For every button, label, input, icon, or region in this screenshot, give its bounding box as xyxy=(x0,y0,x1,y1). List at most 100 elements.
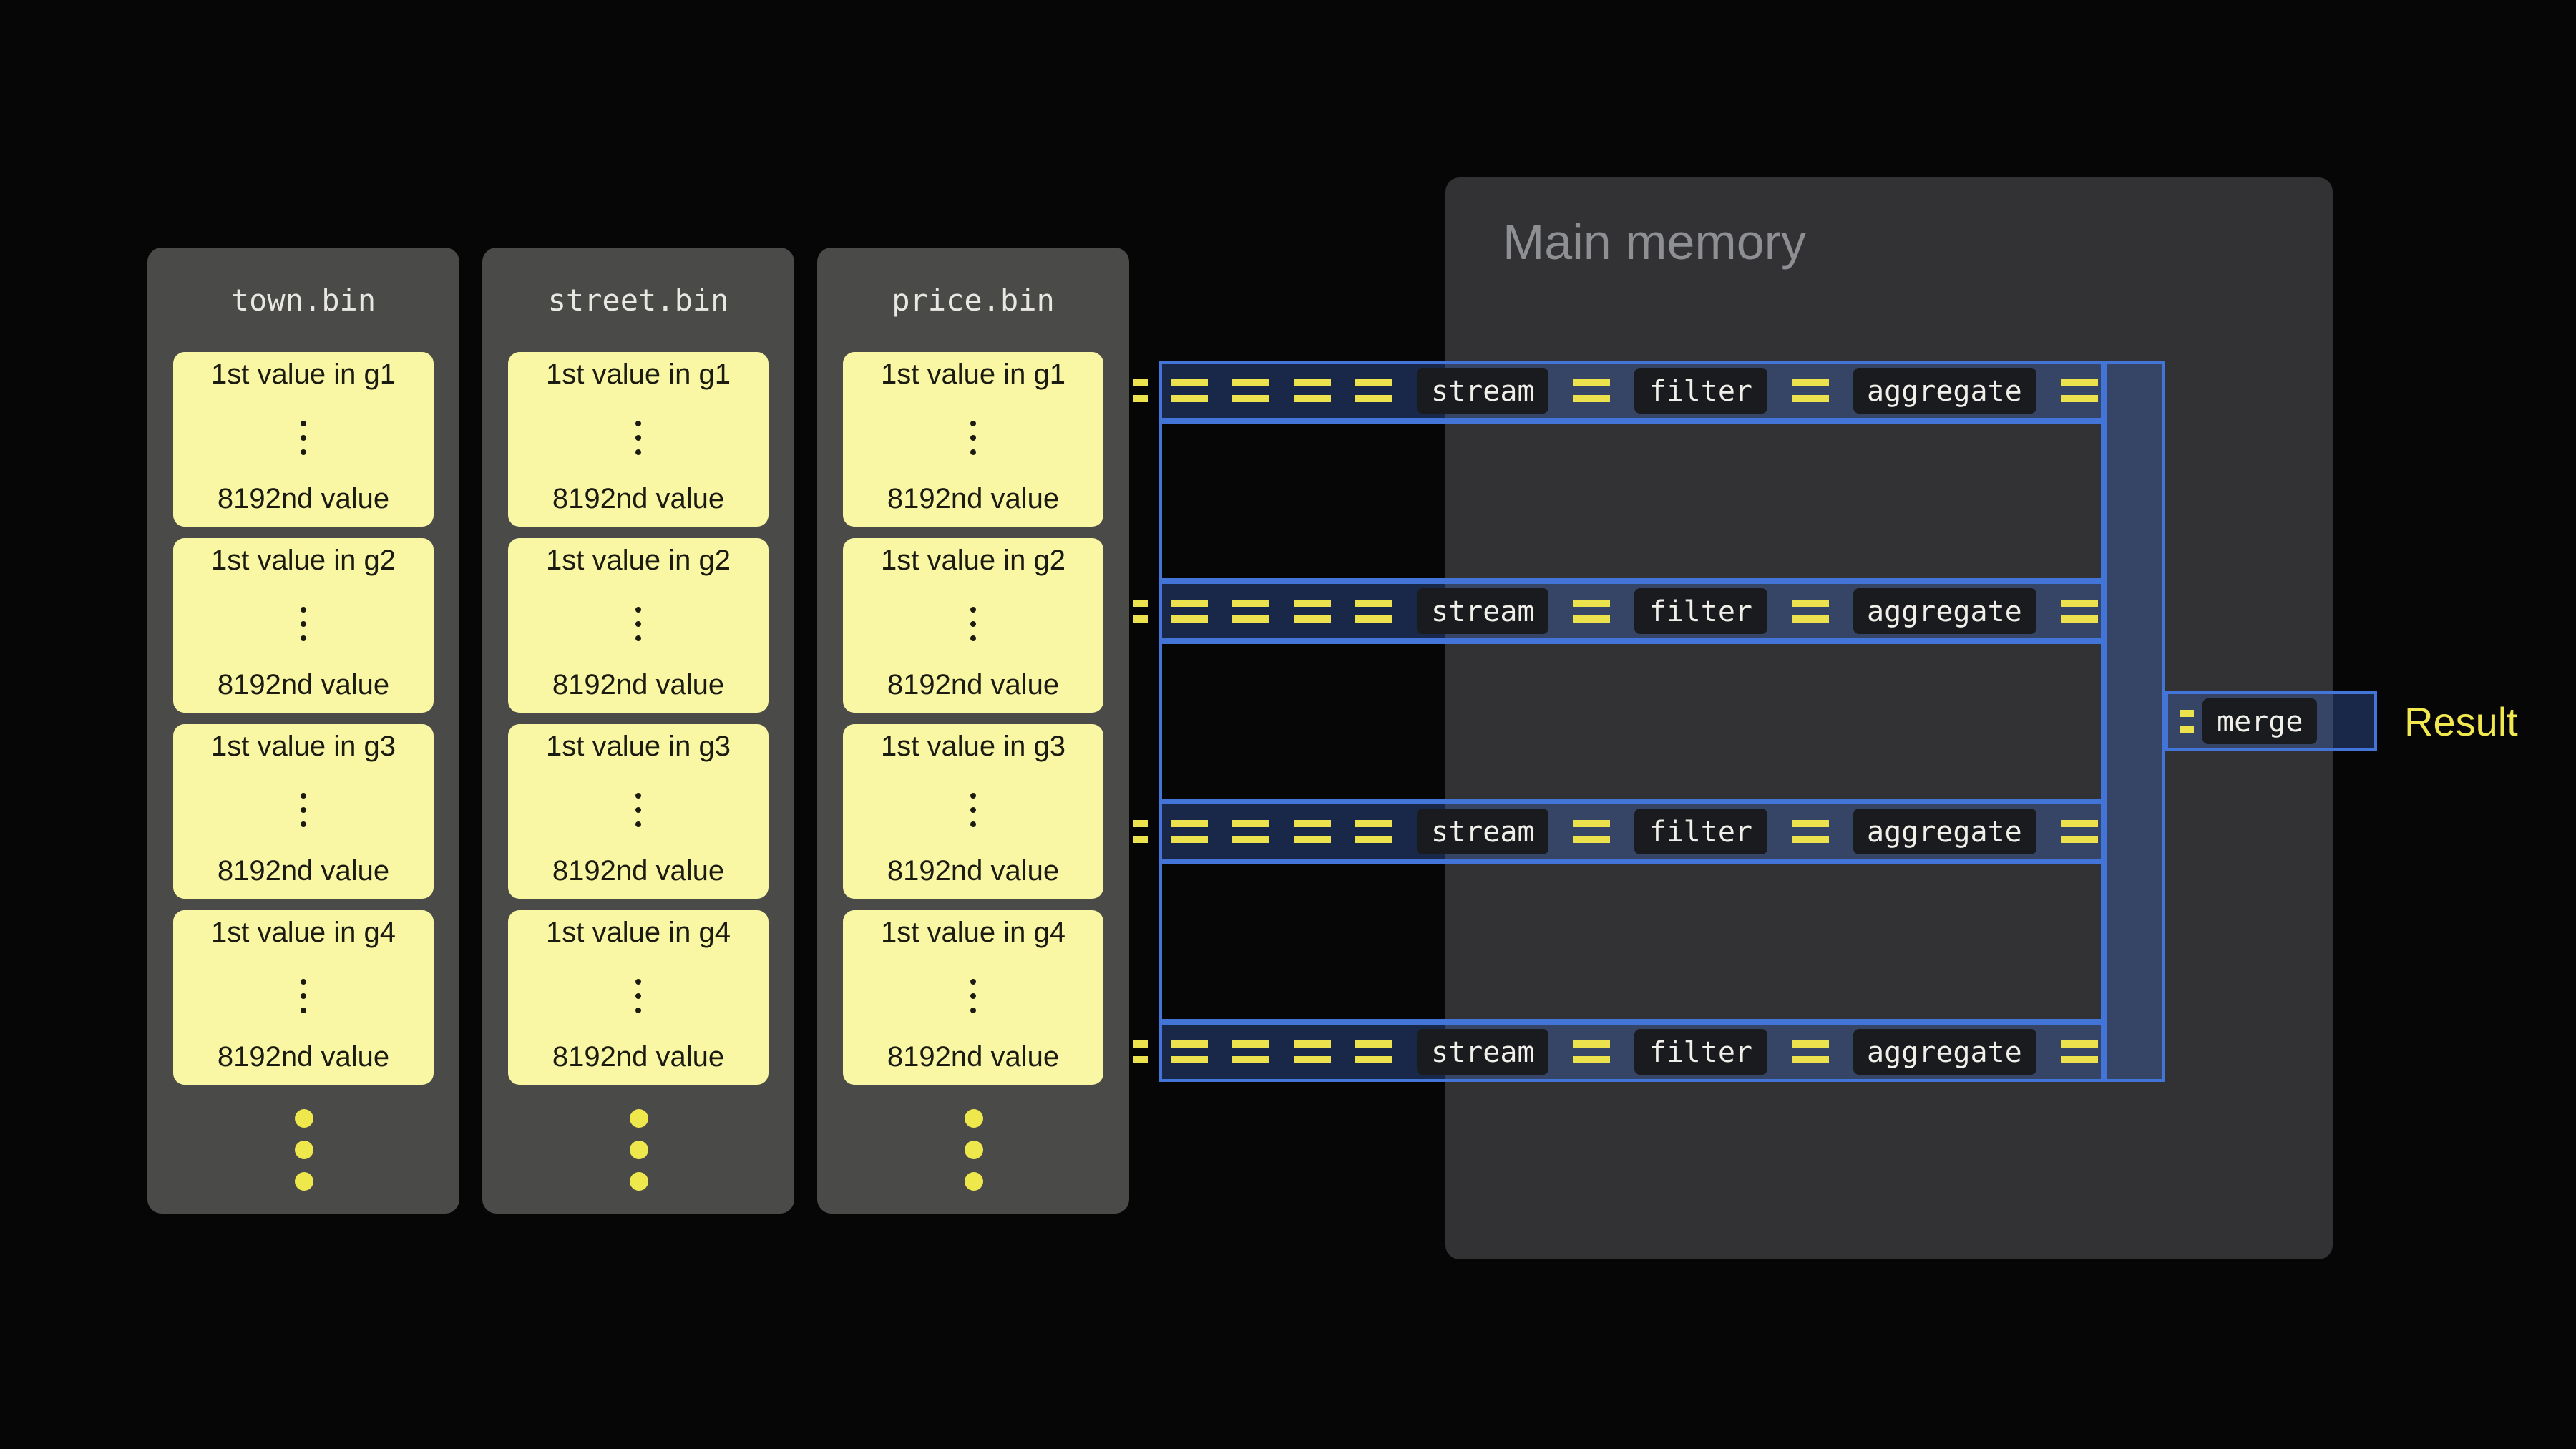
vertical-dots xyxy=(301,793,306,827)
group-card-g3: 1st value in g3 8192nd value xyxy=(508,724,769,899)
equals-mark xyxy=(1355,1040,1392,1063)
stage-aggregate: aggregate xyxy=(1853,368,2036,414)
first-value-label: 1st value in g3 xyxy=(546,731,731,763)
group-cards: 1st value in g1 8192nd value 1st value i… xyxy=(508,352,769,1085)
stage-filter: filter xyxy=(1634,368,1767,414)
pipeline-loop-outline xyxy=(1159,641,2104,801)
pipeline-loop-outline xyxy=(1159,421,2104,581)
stage-stream: stream xyxy=(1417,368,1549,414)
equals-mark xyxy=(1791,820,1828,843)
group-card-g1: 1st value in g1 8192nd value xyxy=(173,352,434,527)
equals-mark xyxy=(1294,820,1331,843)
equals-mark xyxy=(1573,379,1611,402)
last-value-label: 8192nd value xyxy=(552,1042,725,1073)
vertical-dots xyxy=(635,421,641,455)
first-value-label: 1st value in g3 xyxy=(881,731,1065,763)
equals-mark xyxy=(2060,820,2098,843)
equals-mark xyxy=(1791,379,1828,402)
merge-trunk xyxy=(2104,361,2165,1082)
equals-mark xyxy=(1232,1040,1269,1063)
equals-mark xyxy=(1294,379,1331,402)
ellipsis-dots xyxy=(508,1085,769,1214)
pipeline-loop-outline xyxy=(1159,862,2104,1022)
stage-aggregate: aggregate xyxy=(1853,1029,2036,1075)
equals-mark xyxy=(2060,600,2098,623)
equals-mark xyxy=(1294,1040,1331,1063)
file-title: town.bin xyxy=(230,283,376,317)
equals-mark xyxy=(1133,379,1148,402)
main-memory-title: Main memory xyxy=(1503,215,1806,270)
file-panel-street: street.bin 1st value in g1 8192nd value … xyxy=(482,248,794,1214)
stage-filter: filter xyxy=(1634,1029,1767,1075)
last-value-label: 8192nd value xyxy=(887,484,1060,515)
stage-aggregate: aggregate xyxy=(1853,809,2036,854)
first-value-label: 1st value in g4 xyxy=(211,917,396,949)
equals-mark xyxy=(1232,379,1269,402)
vertical-dots xyxy=(301,421,306,455)
vertical-dots xyxy=(635,979,641,1013)
equals-mark xyxy=(1294,600,1331,623)
stage-stream: stream xyxy=(1417,1029,1549,1075)
equals-mark xyxy=(1133,1040,1148,1063)
group-card-g3: 1st value in g3 8192nd value xyxy=(843,724,1103,899)
first-value-label: 1st value in g1 xyxy=(881,359,1065,391)
first-value-label: 1st value in g2 xyxy=(546,545,731,577)
stage-aggregate: aggregate xyxy=(1853,588,2036,634)
vertical-dots xyxy=(635,607,641,641)
file-panel-price: price.bin 1st value in g1 8192nd value 1… xyxy=(817,248,1129,1214)
first-value-label: 1st value in g4 xyxy=(546,917,731,949)
first-value-label: 1st value in g1 xyxy=(546,359,731,391)
file-title: street.bin xyxy=(547,283,729,317)
ellipsis-dots xyxy=(843,1085,1103,1214)
equals-mark xyxy=(1573,820,1611,843)
equals-mark xyxy=(1355,379,1392,402)
group-card-g2: 1st value in g2 8192nd value xyxy=(508,538,769,713)
equals-mark xyxy=(1355,820,1392,843)
result-label: Result xyxy=(2404,700,2518,744)
first-value-label: 1st value in g1 xyxy=(211,359,396,391)
merge-band: merge xyxy=(2165,691,2377,751)
vertical-dots xyxy=(301,979,306,1013)
last-value-label: 8192nd value xyxy=(552,670,725,701)
equals-mark xyxy=(1133,600,1148,623)
stage-filter: filter xyxy=(1634,588,1767,634)
equals-mark xyxy=(1355,600,1392,623)
vertical-dots xyxy=(970,421,976,455)
last-value-label: 8192nd value xyxy=(887,1042,1060,1073)
group-cards: 1st value in g1 8192nd value 1st value i… xyxy=(843,352,1103,1085)
stage-merge: merge xyxy=(2202,698,2318,744)
group-cards: 1st value in g1 8192nd value 1st value i… xyxy=(173,352,434,1085)
group-card-g4: 1st value in g4 8192nd value xyxy=(508,910,769,1085)
vertical-dots xyxy=(970,979,976,1013)
equals-mark xyxy=(1171,820,1208,843)
equals-mark xyxy=(1171,1040,1208,1063)
group-card-g3: 1st value in g3 8192nd value xyxy=(173,724,434,899)
equals-mark xyxy=(2180,710,2194,733)
stage-stream: stream xyxy=(1417,809,1549,854)
last-value-label: 8192nd value xyxy=(552,856,725,887)
equals-mark xyxy=(1791,1040,1828,1063)
file-panel-town: town.bin 1st value in g1 8192nd value 1s… xyxy=(147,248,459,1214)
first-value-label: 1st value in g2 xyxy=(881,545,1065,577)
last-value-label: 8192nd value xyxy=(887,856,1060,887)
equals-mark xyxy=(2060,379,2098,402)
equals-mark xyxy=(1573,600,1611,623)
pipeline-band-2: stream filter aggregate xyxy=(1159,581,2104,641)
equals-mark xyxy=(1232,600,1269,623)
stage-stream: stream xyxy=(1417,588,1549,634)
group-card-g1: 1st value in g1 8192nd value xyxy=(508,352,769,527)
ellipsis-dots xyxy=(173,1085,434,1214)
pipeline-band-4: stream filter aggregate xyxy=(1159,1022,2104,1082)
equals-mark xyxy=(1133,820,1148,843)
equals-mark xyxy=(1232,820,1269,843)
vertical-dots xyxy=(970,793,976,827)
first-value-label: 1st value in g3 xyxy=(211,731,396,763)
vertical-dots xyxy=(301,607,306,641)
equals-mark xyxy=(1171,379,1208,402)
equals-mark xyxy=(1791,600,1828,623)
pipeline-band-3: stream filter aggregate xyxy=(1159,801,2104,862)
pipeline-band-1: stream filter aggregate xyxy=(1159,361,2104,421)
group-card-g4: 1st value in g4 8192nd value xyxy=(173,910,434,1085)
vertical-dots xyxy=(970,607,976,641)
